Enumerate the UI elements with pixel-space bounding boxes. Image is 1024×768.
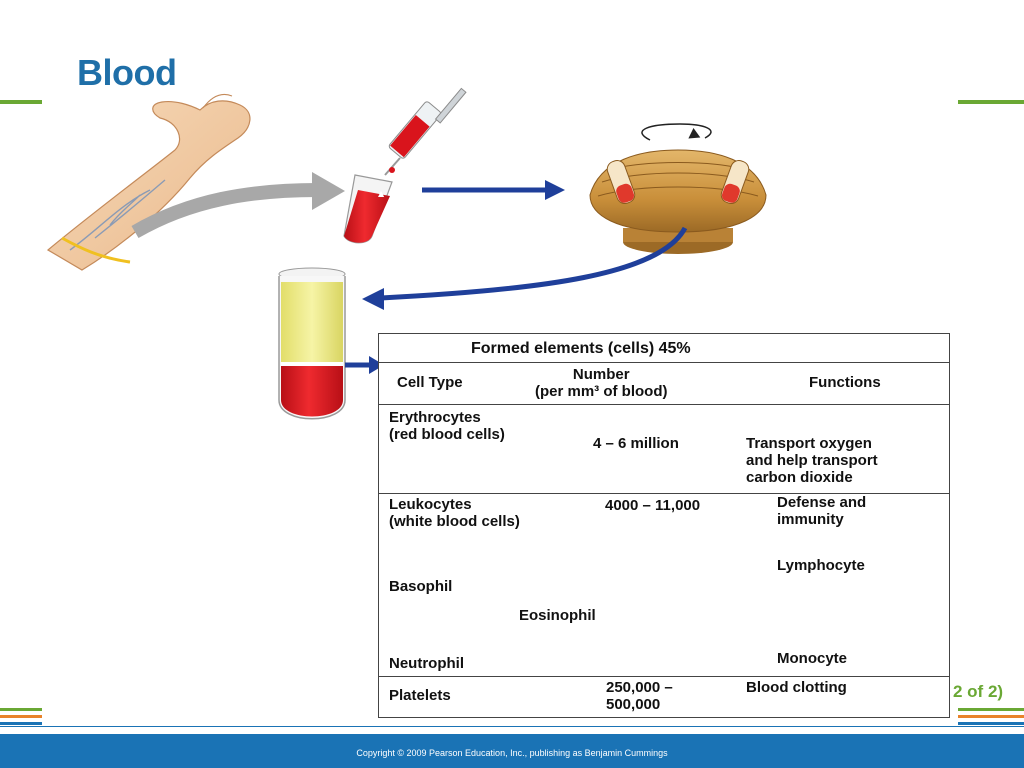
slide-page-count: 2 of 2) <box>953 682 1004 701</box>
basophil-label: Basophil <box>389 578 453 595</box>
arm-illustration <box>46 94 251 271</box>
monocyte-label: Monocyte <box>777 650 848 667</box>
table-header-row: Formed elements (cells) 45% <box>379 334 949 363</box>
erythrocytes-row: Erythrocytes (red blood cells) 4 – 6 mil… <box>379 405 949 494</box>
blue-arrow-head-3 <box>369 356 384 374</box>
gray-arrow-head <box>312 172 345 210</box>
separated-blood-tube <box>278 267 346 420</box>
footer-bar <box>0 734 1024 768</box>
formed-elements-table: Formed elements (cells) 45% Cell Type Nu… <box>378 333 950 718</box>
copyright-text: Copyright © 2009 Pearson Education, Inc.… <box>356 748 668 758</box>
leukocytes-number: 4000 – 11,000 <box>605 497 701 514</box>
leukocytes-function: Defense and immunity <box>777 494 867 528</box>
blood-sample-tube: ▲ <box>343 174 393 244</box>
top-right-rule <box>958 100 1024 104</box>
leukocytes-label: Leukocytes (white blood cells) <box>389 496 520 530</box>
platelets-label: Platelets <box>389 687 451 704</box>
column-cell-type: Cell Type <box>397 374 463 391</box>
erythrocytes-label: Erythrocytes (red blood cells) <box>389 409 505 443</box>
column-functions: Functions <box>809 374 881 391</box>
platelets-number: 250,000 – 500,000 <box>606 679 673 713</box>
platelets-row: Platelets 250,000 – 500,000 Blood clotti… <box>379 677 949 717</box>
syringe-illustration <box>384 87 467 176</box>
eosinophil-label: Eosinophil <box>519 607 596 624</box>
erythrocytes-function: Transport oxygen and help transport carb… <box>746 435 878 486</box>
svg-text:▲: ▲ <box>378 189 385 198</box>
column-number: Number (per mm³ of blood) <box>535 366 668 400</box>
leukocytes-row: Leukocytes (white blood cells) 4000 – 11… <box>379 494 949 677</box>
platelets-function: Blood clotting <box>746 679 847 696</box>
blue-arrow-head-1 <box>545 180 565 200</box>
top-left-rule <box>0 100 42 104</box>
column-header-row: Cell Type Number (per mm³ of blood) Func… <box>379 363 949 405</box>
slide-title: Blood <box>77 52 177 93</box>
neutrophil-label: Neutrophil <box>389 655 464 672</box>
erythrocytes-number: 4 – 6 million <box>593 435 679 452</box>
table-title: Formed elements (cells) 45% <box>471 340 691 357</box>
lymphocyte-label: Lymphocyte <box>777 557 865 574</box>
blue-arrow-head-2 <box>362 288 384 310</box>
